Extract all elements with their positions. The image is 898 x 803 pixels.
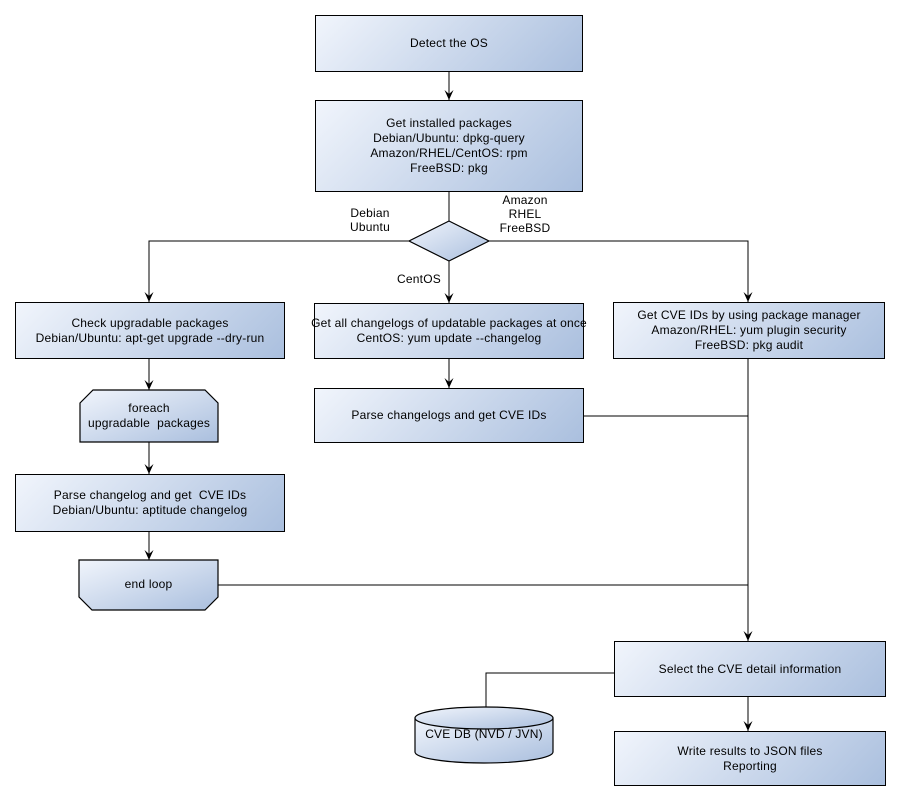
edge-label-line: Ubuntu xyxy=(350,220,390,234)
node-get-all-changelogs: Get all changelogs of updatable packages… xyxy=(311,303,587,359)
end-loop-shape xyxy=(78,559,219,611)
node-label: CVE DB (NVD / JVN) xyxy=(425,726,543,741)
node-label: Check upgradable packages xyxy=(71,315,229,330)
node-label: Select the CVE detail information xyxy=(658,661,842,676)
edge-label-amazon-rhel-freebsd: Amazon RHEL FreeBSD xyxy=(494,193,556,235)
node-get-cve-ids-package-manager: Get CVE IDs by using package manager Ama… xyxy=(613,302,885,359)
node-label: Get CVE IDs by using package manager xyxy=(637,308,861,322)
node-label: Parse changelogs and get CVE IDs xyxy=(351,408,547,422)
node-parse-changelogs-centos: Parse changelogs and get CVE IDs xyxy=(314,388,584,443)
node-select-cve-detail: Select the CVE detail information xyxy=(614,641,886,697)
node-label: Get installed packages xyxy=(386,116,512,130)
node-label: end loop xyxy=(124,576,173,591)
edge-label-line: FreeBSD xyxy=(499,221,551,235)
node-label: Get all changelogs of updatable packages… xyxy=(311,316,587,330)
node-cve-db: CVE DB (NVD / JVN) xyxy=(415,722,553,746)
node-check-upgradable-packages: Check upgradable packages Debian/Ubuntu:… xyxy=(15,302,285,359)
node-end-loop: end loop xyxy=(79,560,218,608)
node-label: Debian/Ubuntu: aptitude changelog xyxy=(52,503,248,517)
edge-label-line: RHEL xyxy=(508,207,542,221)
node-label: Parse changelog and get CVE IDs xyxy=(53,488,247,502)
node-label: Write results to JSON files xyxy=(677,743,823,758)
node-label: Reporting xyxy=(723,758,777,773)
os-decision-diamond xyxy=(407,220,491,262)
node-label: foreach xyxy=(128,401,170,415)
node-label: FreeBSD: pkg xyxy=(410,161,488,175)
node-foreach-loop: foreach upgradable packages xyxy=(80,392,218,440)
node-label: CentOS: yum update --changelog xyxy=(356,331,542,345)
cve-db-cylinder-body xyxy=(414,718,554,764)
node-detect-os: Detect the OS xyxy=(315,15,583,72)
edge-label-line: Debian xyxy=(350,206,390,220)
node-label: Debian/Ubuntu: apt-get upgrade --dry-run xyxy=(35,330,265,345)
edge-cvedb-to-select xyxy=(485,672,614,707)
node-label: Amazon/RHEL/CentOS: rpm xyxy=(370,146,528,160)
edge-decision-to-get-cve-ids xyxy=(489,240,749,302)
node-label: Debian/Ubuntu: dpkg-query xyxy=(373,131,525,145)
node-label: Detect the OS xyxy=(410,36,488,50)
edge-label-centos: CentOS xyxy=(392,272,446,286)
node-label: Amazon/RHEL: yum plugin security xyxy=(651,323,847,337)
node-label: upgradable packages xyxy=(87,416,211,430)
edge-label-line: Amazon xyxy=(502,193,548,207)
edge-decision-to-check-upgradable xyxy=(148,240,409,302)
edge-label-debian-ubuntu: Debian Ubuntu xyxy=(340,206,400,234)
edge-label-line: CentOS xyxy=(397,272,441,286)
node-get-installed-packages: Get installed packages Debian/Ubuntu: dp… xyxy=(315,100,583,192)
foreach-loop-shape xyxy=(79,389,219,443)
node-parse-changelog-debian: Parse changelog and get CVE IDs Debian/U… xyxy=(15,474,285,532)
node-label: FreeBSD: pkg audit xyxy=(694,338,804,352)
node-write-results: Write results to JSON files Reporting xyxy=(614,731,886,786)
cve-db-cylinder-top xyxy=(414,706,554,730)
